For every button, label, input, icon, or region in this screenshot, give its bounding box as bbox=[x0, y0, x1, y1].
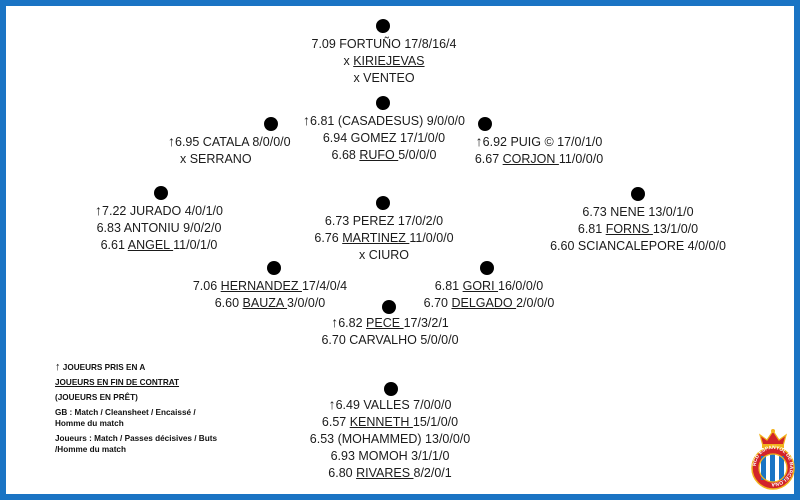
player-name-contract: MARTINEZ bbox=[342, 231, 410, 245]
player-dot-rw bbox=[478, 117, 492, 131]
rating: 6.60 bbox=[214, 296, 243, 310]
rating: 6.76 bbox=[314, 231, 343, 245]
player-block-rcb: 6.81 GORI 16/0/0/0 6.70 DELGADO 2/0/0/0 bbox=[414, 278, 564, 312]
player-dot-lcb bbox=[267, 261, 281, 275]
legend-loan: (JOUEURS EN PRÊT) bbox=[55, 393, 138, 402]
player-name-contract: KIRIEJEVAS bbox=[353, 54, 425, 68]
player-name-contract: FORNS bbox=[605, 222, 653, 236]
player-block-lcb: 7.06 HERNANDEZ 17/4/0/4 6.60 BAUZA 3/0/0… bbox=[190, 278, 350, 312]
legend-signed: JOUEURS PRIS EN A bbox=[62, 363, 146, 372]
rating: 6.82 bbox=[338, 316, 367, 330]
rating: 6.61 bbox=[100, 238, 128, 252]
legend-gk: GB : Match / Cleansheet / Encaissé / Hom… bbox=[55, 408, 196, 428]
arrow-up-icon: ↑ bbox=[303, 112, 311, 128]
player-line: 6.93 MOMOH 3/1/1/0 bbox=[330, 449, 450, 463]
player-line: 6.81 (CASADESUS) 9/0/0/0 bbox=[310, 114, 465, 128]
prefix: x bbox=[343, 54, 354, 68]
stats: 11/0/0/0 bbox=[558, 152, 604, 166]
player-line: x VENTEO bbox=[353, 71, 415, 85]
player-name-contract: RIVARES bbox=[356, 466, 414, 480]
player-block-rw: ↑6.92 PUIG © 17/0/1/0 6.67 CORJON 11/0/0… bbox=[464, 133, 614, 168]
stats: 11/0/1/0 bbox=[173, 238, 218, 252]
club-crest-logo: RCD ESPANYOL DE BARCELONA bbox=[751, 429, 795, 490]
legend: ↑ JOUEURS PRIS EN A JOUEURS EN FIN DE CO… bbox=[55, 362, 255, 459]
player-block-gk: 7.09 FORTUÑO 17/8/16/4 x KIRIEJEVAS x VE… bbox=[300, 36, 468, 87]
player-line: 7.09 FORTUÑO 17/8/16/4 bbox=[311, 37, 457, 51]
player-name-contract: BAUZA bbox=[242, 296, 288, 310]
lineup-card bbox=[6, 6, 794, 494]
stats: 5/0/0/0 bbox=[398, 148, 437, 162]
player-line: 6.94 GOMEZ 17/1/0/0 bbox=[322, 131, 446, 145]
player-line: 6.83 ANTONIU 9/0/2/0 bbox=[96, 221, 222, 235]
player-dot-bottom bbox=[384, 382, 398, 396]
stats: 17/4/0/4 bbox=[301, 279, 348, 293]
stats: 15/1/0/0 bbox=[412, 415, 459, 429]
rating: 6.70 bbox=[423, 296, 452, 310]
player-block-lm: ↑7.22 JURADO 4/0/1/0 6.83 ANTONIU 9/0/2/… bbox=[84, 202, 234, 254]
rating: 6.81 bbox=[434, 279, 463, 293]
player-dot-cam bbox=[376, 96, 390, 110]
arrow-up-icon: ↑ bbox=[168, 133, 175, 149]
player-line: 7.22 JURADO 4/0/1/0 bbox=[102, 204, 223, 218]
player-line: 6.53 (MOHAMMED) 13/0/0/0 bbox=[309, 432, 471, 446]
player-dot-cm bbox=[376, 196, 390, 210]
player-line: 6.92 PUIG © 17/0/1/0 bbox=[482, 135, 603, 149]
stats: 8/2/0/1 bbox=[413, 466, 452, 480]
player-dot-rm bbox=[631, 187, 645, 201]
player-line: x CIURO bbox=[359, 248, 409, 262]
player-name-contract: PECE bbox=[366, 316, 404, 330]
player-block-dm: ↑6.82 PECE 17/3/2/1 6.70 CARVALHO 5/0/0/… bbox=[314, 314, 466, 349]
player-name-contract: CORJON bbox=[502, 152, 559, 166]
stats: 13/1/0/0 bbox=[652, 222, 699, 236]
stats: 2/0/0/0 bbox=[516, 296, 555, 310]
player-block-rm: 6.73 NENE 13/0/1/0 6.81 FORNS 13/1/0/0 6… bbox=[544, 204, 732, 255]
player-line: 6.70 CARVALHO 5/0/0/0 bbox=[321, 333, 459, 347]
stats: 17/3/2/1 bbox=[403, 316, 449, 330]
player-dot-dm bbox=[382, 300, 396, 314]
player-dot-lm bbox=[154, 186, 168, 200]
player-dot-rcb bbox=[480, 261, 494, 275]
player-name-contract: ANGEL bbox=[127, 238, 174, 252]
player-line: 6.49 VALLES 7/0/0/0 bbox=[335, 398, 452, 412]
player-name-contract: KENNETH bbox=[349, 415, 413, 429]
stats: 16/0/0/0 bbox=[498, 279, 544, 293]
player-name-contract: HERNANDEZ bbox=[220, 279, 302, 293]
arrow-up-icon: ↑ bbox=[475, 133, 483, 149]
legend-players: Joueurs : Match / Passes décisives / But… bbox=[55, 434, 217, 454]
rating: 6.57 bbox=[321, 415, 350, 429]
player-name-contract: DELGADO bbox=[451, 296, 517, 310]
stats: 3/0/0/0 bbox=[287, 296, 326, 310]
arrow-up-icon: ↑ bbox=[55, 361, 61, 373]
arrow-up-icon: ↑ bbox=[95, 202, 103, 218]
arrow-up-icon: ↑ bbox=[331, 314, 339, 330]
player-line: 6.73 PEREZ 17/0/2/0 bbox=[324, 214, 444, 228]
player-dot-lw bbox=[264, 117, 278, 131]
player-block-bottom: ↑6.49 VALLES 7/0/0/0 6.57 KENNETH 15/1/0… bbox=[300, 396, 480, 482]
player-block-cam: ↑6.81 (CASADESUS) 9/0/0/0 6.94 GOMEZ 17/… bbox=[294, 112, 474, 164]
arrow-up-icon: ↑ bbox=[328, 396, 336, 412]
player-block-lw: ↑6.95 CATALA 8/0/0/0 x SERRANO bbox=[168, 133, 303, 168]
legend-contract: JOUEURS EN FIN DE CONTRAT bbox=[55, 378, 180, 387]
player-line: x SERRANO bbox=[180, 152, 252, 166]
player-dot-gk bbox=[376, 19, 390, 33]
player-line: 6.95 CATALA 8/0/0/0 bbox=[175, 135, 291, 149]
rating: 6.67 bbox=[474, 152, 503, 166]
player-block-cm: 6.73 PEREZ 17/0/2/0 6.76 MARTINEZ 11/0/0… bbox=[300, 213, 468, 264]
rating: 7.06 bbox=[192, 279, 221, 293]
player-name-contract: GORI bbox=[462, 279, 499, 293]
player-line: 6.60 SCIANCALEPORE 4/0/0/0 bbox=[550, 239, 726, 253]
stats: 11/0/0/0 bbox=[409, 231, 454, 245]
rating: 6.80 bbox=[328, 466, 357, 480]
rating: 6.68 bbox=[331, 148, 360, 162]
player-name-contract: RUFO bbox=[359, 148, 399, 162]
rating: 6.81 bbox=[577, 222, 606, 236]
player-line: 6.73 NENE 13/0/1/0 bbox=[582, 205, 694, 219]
